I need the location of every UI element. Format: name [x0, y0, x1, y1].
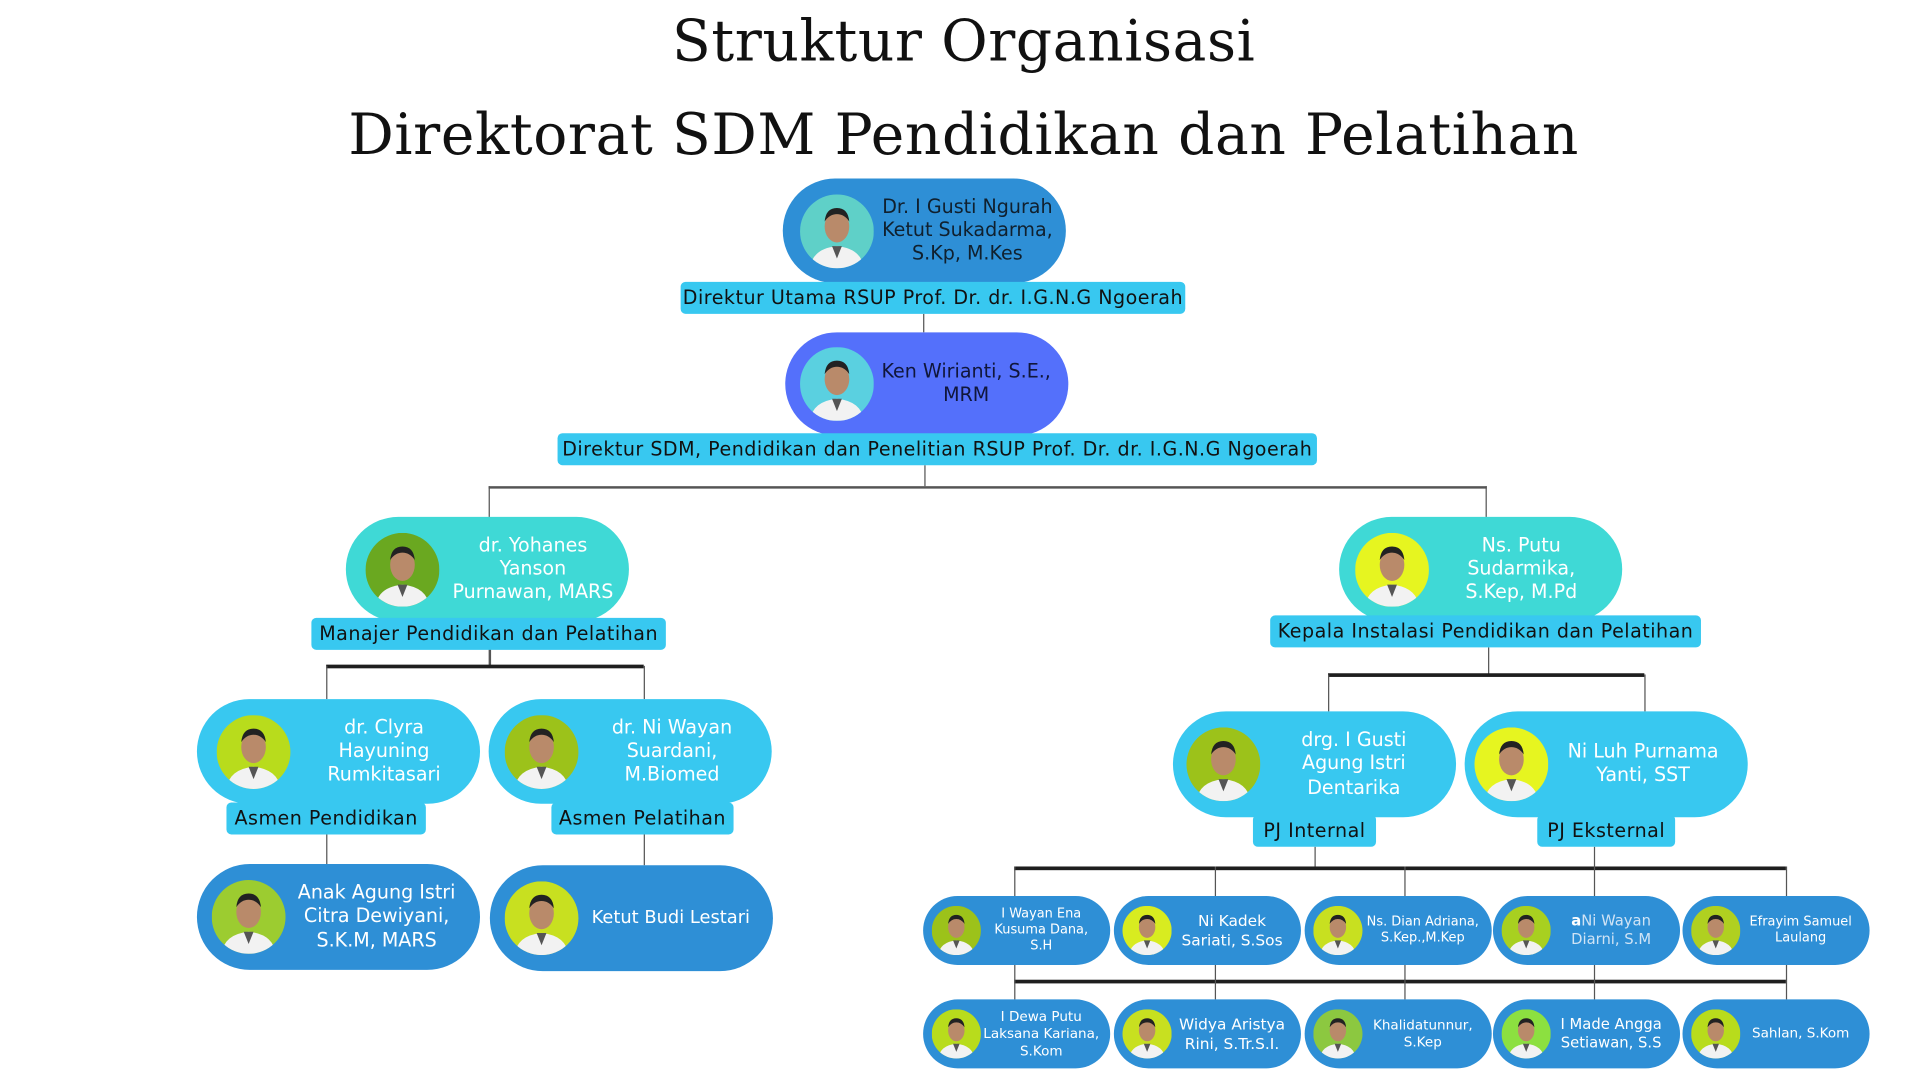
person-name: dr. Clyra Hayuning Rumkitasari	[327, 715, 441, 786]
avatar-photo	[800, 193, 874, 268]
person-name: Ni Luh Purnama Yanti, SST	[1567, 740, 1719, 787]
avatar-photo	[1313, 905, 1363, 956]
connector-line	[1785, 964, 1788, 1000]
person-name: Ni Kadek Sariati, S.Sos	[1181, 911, 1283, 949]
role-label: Direktur SDM, Pendidikan dan Penelitian …	[557, 433, 1317, 466]
connector-line	[326, 834, 328, 865]
name-text: Ni Wayan Diarni, S.M	[1571, 912, 1652, 948]
person-name: dr. Ni Wayan Suardani, M.Biomed	[611, 715, 733, 786]
connector-line	[1014, 979, 1786, 984]
avatar-photo	[931, 1009, 981, 1059]
role-label: Asmen Pendidikan	[226, 802, 426, 835]
person-name: Ns. Putu Sudarmika, S.Kep, M.Pd	[1465, 533, 1578, 604]
avatar-photo	[1501, 1009, 1551, 1059]
avatar-photo	[1501, 905, 1551, 956]
connector-line	[1214, 964, 1217, 1000]
avatar-photo	[1691, 905, 1741, 956]
connector-line	[1328, 673, 1645, 677]
avatar-photo	[1186, 727, 1261, 802]
connector-line	[1314, 846, 1316, 868]
person-name: Dr. I Gusti Ngurah Ketut Sukadarma, S.Kp…	[882, 195, 1053, 265]
connector-line	[923, 313, 925, 333]
person-name: I Dewa Putu Laksana Kariana, S.Kom	[983, 1008, 1100, 1059]
person-name: drg. I Gusti Agung Istri Dentarika	[1301, 728, 1407, 799]
avatar-photo	[211, 880, 286, 954]
avatar-photo	[800, 347, 874, 421]
connector-line	[1328, 674, 1330, 712]
person-name: I Wayan Ena Kusuma Dana, S.H	[994, 906, 1089, 954]
avatar-photo	[1691, 1009, 1741, 1059]
connector-line	[1644, 674, 1646, 712]
person-name: Efrayim Samuel Laulang	[1749, 914, 1852, 946]
person-name: I Made Angga Setiawan, S.S	[1560, 1015, 1662, 1052]
role-label: Asmen Pelatihan	[551, 802, 734, 835]
connector-line	[1404, 964, 1406, 1000]
connector-line	[488, 486, 1487, 489]
avatar-photo	[504, 881, 579, 956]
connector-line	[924, 465, 926, 487]
connector-line	[1593, 964, 1596, 1000]
avatar-photo	[504, 714, 579, 789]
chart-title: Struktur Organisasi	[672, 7, 1256, 74]
connector-line	[326, 664, 644, 669]
person-name: Ken Wirianti, S.E., MRM	[881, 360, 1051, 407]
connector-line	[1014, 964, 1016, 1000]
avatar-photo	[365, 532, 440, 607]
role-label: Direktur Utama RSUP Prof. Dr. dr. I.G.N.…	[680, 281, 1186, 314]
avatar-photo	[216, 714, 291, 789]
name-prefix: a	[1571, 912, 1582, 930]
role-label: PJ Internal	[1252, 814, 1377, 847]
connector-line	[326, 665, 328, 700]
connector-line	[1593, 866, 1596, 897]
connector-line	[643, 665, 645, 700]
role-label: Kepala Instalasi Pendidikan dan Pelatiha…	[1270, 615, 1701, 648]
person-name: Khalidatunnur, S.Kep	[1372, 1016, 1473, 1050]
connector-line	[1214, 866, 1217, 897]
connector-line	[488, 486, 490, 517]
role-label: Manajer Pendidikan dan Pelatihan	[311, 617, 666, 650]
person-name: Widya Aristya Rini, S.Tr.S.I.	[1179, 1014, 1286, 1053]
connector-line	[488, 648, 491, 666]
person-name: aNi Wayan Diarni, S.M	[1571, 912, 1651, 949]
person-name: dr. Yohanes Yanson Purnawan, MARS	[452, 533, 614, 604]
connector-line	[643, 834, 645, 866]
connector-line	[1404, 866, 1406, 897]
connector-line	[1488, 647, 1490, 675]
person-name: Ns. Dian Adriana, S.Kep.,M.Kep	[1366, 914, 1479, 946]
avatar-photo	[1313, 1009, 1363, 1059]
person-name: Ketut Budi Lestari	[591, 908, 750, 928]
connector-line	[1593, 846, 1596, 868]
person-name: Anak Agung Istri Citra Dewiyani, S.K.M, …	[297, 881, 456, 952]
chart-subtitle: Direktorat SDM Pendidikan dan Pelatihan	[348, 100, 1580, 168]
role-label: PJ Eksternal	[1537, 814, 1676, 847]
avatar-photo	[931, 905, 981, 956]
avatar-photo	[1355, 532, 1429, 607]
avatar-photo	[1122, 905, 1172, 956]
connector-line	[1785, 866, 1788, 897]
avatar-photo	[1122, 1009, 1172, 1059]
connector-line	[1485, 486, 1487, 517]
person-name: Sahlan, S.Kom	[1752, 1025, 1850, 1042]
avatar-photo	[1474, 727, 1549, 802]
connector-line	[1014, 866, 1786, 871]
connector-line	[1014, 866, 1016, 897]
